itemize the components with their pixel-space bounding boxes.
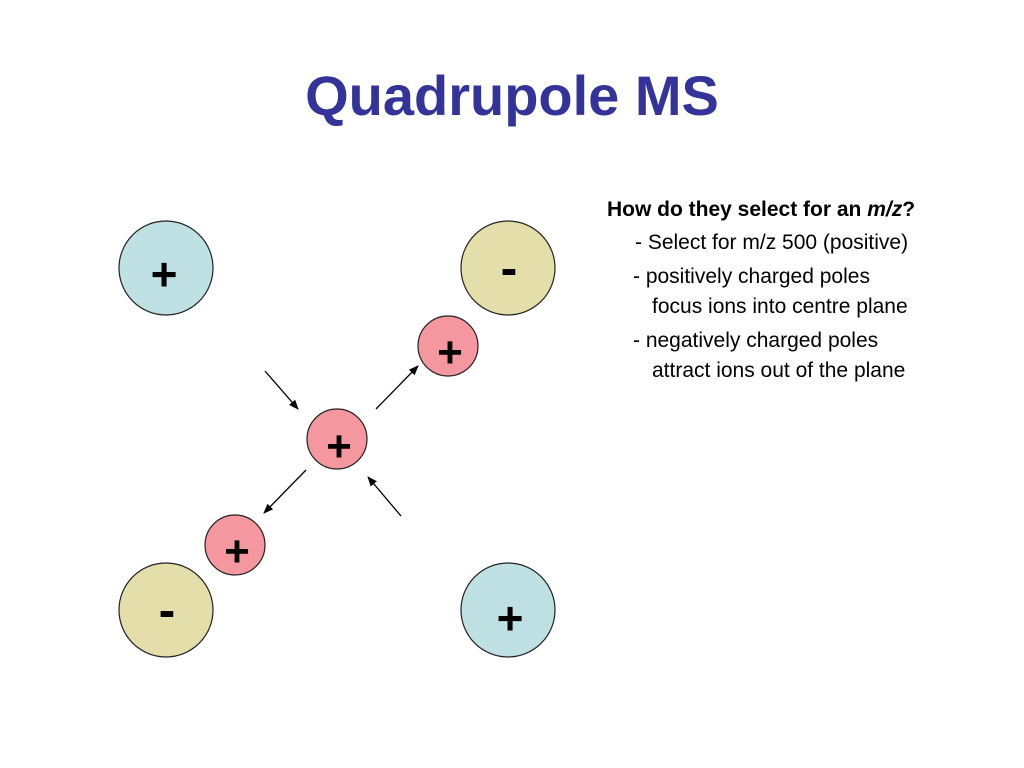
note-bullet: - positively charged poles focus ions in… xyxy=(607,262,1007,322)
pole-top-right-circle xyxy=(460,220,556,316)
ion-lower: + xyxy=(204,514,266,576)
pole-top-left-sign: + xyxy=(151,248,178,300)
arrow-center-to-lower xyxy=(263,469,307,514)
pole-bottom-right-sign: + xyxy=(497,592,524,644)
question: How do they select for an m/z? xyxy=(607,196,1007,224)
pole-bottom-right: + xyxy=(460,562,556,658)
arrow-in-from-bottom-right xyxy=(367,476,402,517)
question-mz: m/z xyxy=(867,198,903,221)
note-bullet-line: - negatively charged poles xyxy=(633,329,879,352)
note-bullet: - Select for m/z 500 (positive) xyxy=(607,228,1007,258)
pole-bottom-left: - xyxy=(118,562,214,658)
pole-top-left-circle xyxy=(118,220,214,316)
pole-top-right: - xyxy=(460,220,556,316)
ion-center-circle xyxy=(306,408,368,470)
arrow-in-from-top-left xyxy=(264,370,299,410)
pole-bottom-left-sign: - xyxy=(159,582,176,638)
question-prefix: How do they select for an xyxy=(607,198,868,221)
pole-top-right-sign: - xyxy=(501,240,518,296)
ion-upper: + xyxy=(417,315,479,377)
arrow-center-to-upper xyxy=(375,365,419,410)
pole-top-left: + xyxy=(118,220,214,316)
note-bullet-continuation: focus ions into centre plane xyxy=(652,295,908,318)
ion-center-sign: + xyxy=(326,422,352,471)
ion-lower-sign: + xyxy=(224,527,250,576)
note-bullet-line: - Select for m/z 500 (positive) xyxy=(635,231,909,254)
ion-upper-sign: + xyxy=(437,328,463,377)
note-bullet: - negatively charged poles attract ions … xyxy=(607,326,1007,386)
pole-bottom-right-circle xyxy=(460,562,556,658)
ion-upper-circle xyxy=(417,315,479,377)
question-suffix: ? xyxy=(902,198,916,221)
notes: How do they select for an m/z? - Select … xyxy=(607,196,1007,386)
pole-bottom-left-circle xyxy=(118,562,214,658)
ion-lower-circle xyxy=(204,514,266,576)
ion-center: + xyxy=(306,408,368,471)
note-bullet-continuation: attract ions out of the plane xyxy=(652,359,906,382)
note-bullet-line: - positively charged poles xyxy=(633,265,870,288)
slide-title: Quadrupole MS xyxy=(305,64,719,127)
